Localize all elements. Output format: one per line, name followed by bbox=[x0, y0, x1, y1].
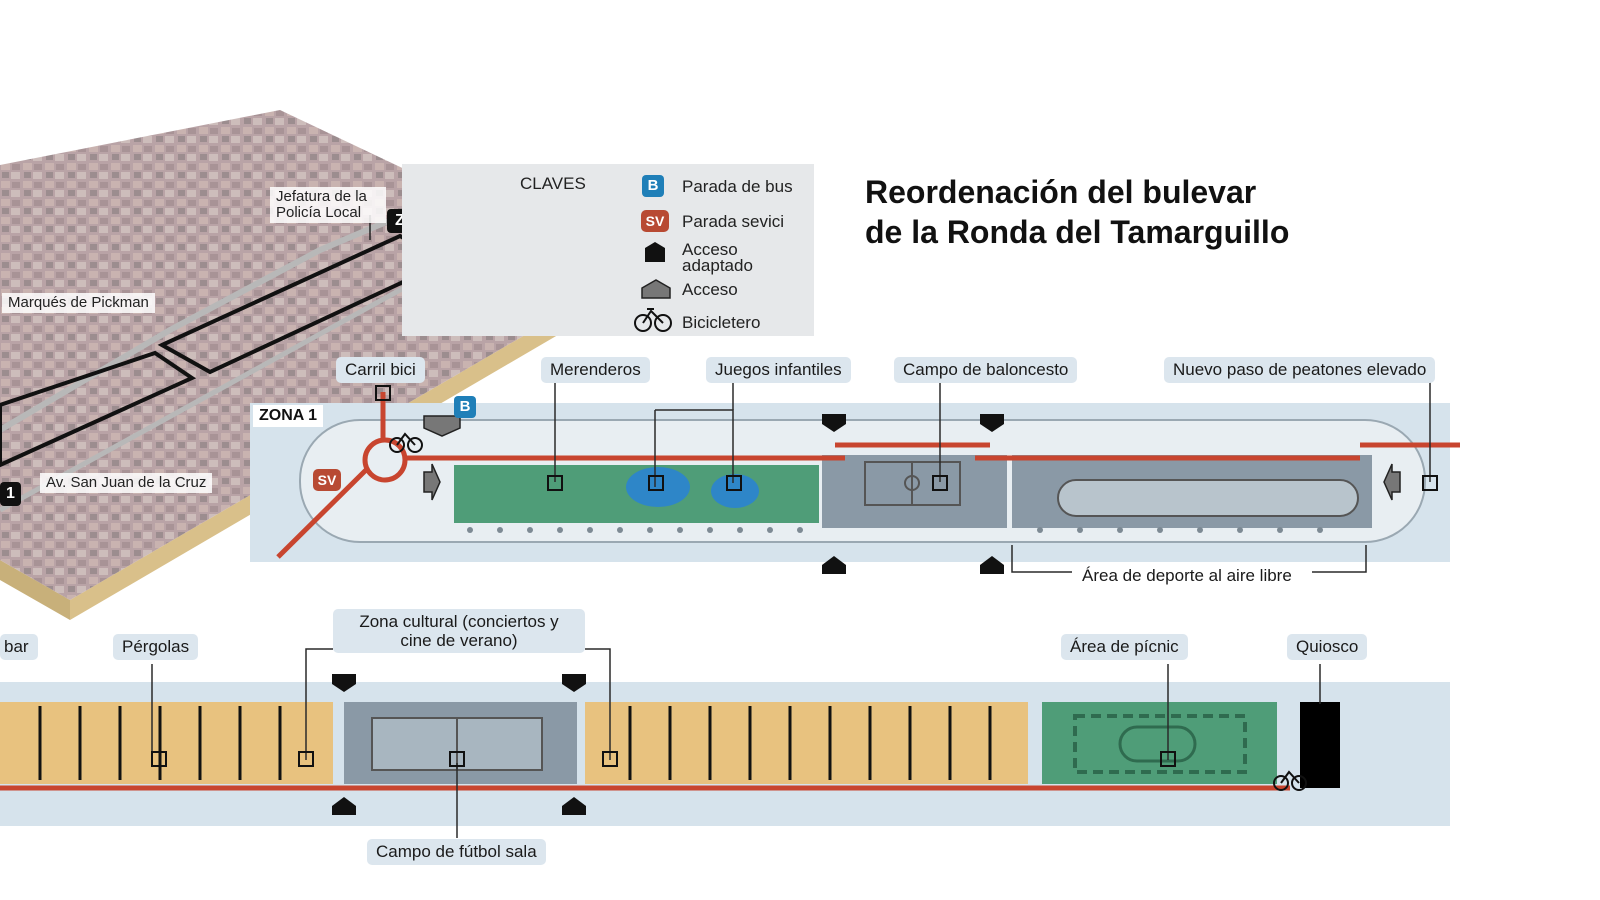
playground-label: Juegos infantiles bbox=[706, 357, 851, 383]
kiosk-label: Quiosco bbox=[1287, 634, 1368, 660]
picnic-area-label: Área de pícnic bbox=[1061, 634, 1188, 660]
zone1-plan bbox=[250, 403, 1450, 562]
sevici-stop-icon: SV bbox=[641, 210, 669, 232]
san-juan-label: Av. San Juan de la Cruz bbox=[40, 473, 213, 493]
legend-heading: CLAVES bbox=[520, 174, 586, 193]
futsal-label: Campo de fútbol sala bbox=[367, 839, 546, 865]
sevici-stop-icon: SV bbox=[313, 469, 341, 491]
legend-sevici-label: Parada sevici bbox=[682, 212, 785, 231]
page-title: Reordenación del bulevar de la Ronda del… bbox=[865, 172, 1289, 252]
pickman-label: Marqués de Pickman bbox=[2, 293, 155, 313]
legend-bus-label: Parada de bus bbox=[682, 177, 793, 196]
legend-box: CLAVES bbox=[402, 164, 814, 336]
legend-bike-label: Bicicletero bbox=[682, 313, 761, 332]
police-label: Jefatura de la Policía Local bbox=[270, 187, 386, 223]
title-line-2: de la Ronda del Tamarguillo bbox=[865, 214, 1290, 250]
basketball-label: Campo de baloncesto bbox=[894, 357, 1078, 383]
crossing-label: Nuevo paso de peatones elevado bbox=[1164, 357, 1436, 383]
sports-area-label: Área de deporte al aire libre bbox=[1073, 563, 1301, 589]
bar-label: bar bbox=[0, 634, 38, 660]
picnic-tables-label: Merenderos bbox=[541, 357, 650, 383]
zone1-map-tag: 1 bbox=[0, 482, 21, 506]
title-line-1: Reordenación del bulevar bbox=[865, 174, 1257, 210]
bike-lane-label: Carril bici bbox=[336, 357, 425, 383]
bus-stop-icon: B bbox=[454, 396, 476, 418]
zone1-tag: ZONA 1 bbox=[253, 405, 324, 427]
zone2-plan bbox=[0, 682, 1450, 826]
map-block-side bbox=[0, 560, 70, 620]
pergolas-label: Pérgolas bbox=[113, 634, 199, 660]
legend-adapted-label: Acceso adaptado bbox=[682, 240, 753, 275]
bus-stop-icon: B bbox=[642, 175, 664, 197]
cultural-zone-label: Zona cultural (conciertos y cine de vera… bbox=[333, 609, 585, 653]
legend-access-label: Acceso bbox=[682, 280, 738, 299]
zone1-outline bbox=[0, 350, 197, 468]
